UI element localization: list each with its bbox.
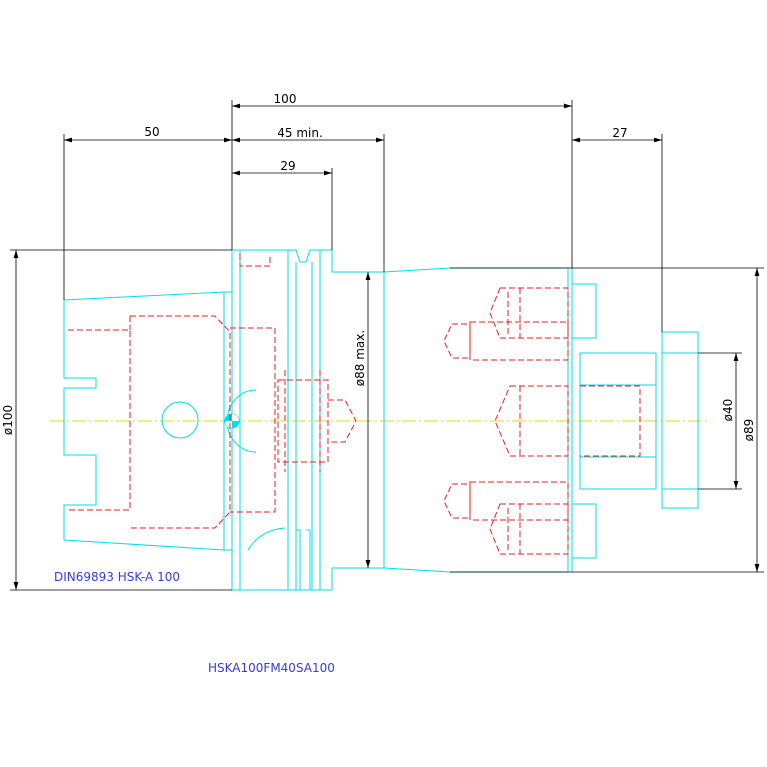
dimensions: 100 50 45 min. 29 27 ø100 ø88 max. ø89 ø…: [1, 92, 764, 591]
reference-point-quadrant: [232, 414, 239, 421]
dim-text-50: 50: [144, 125, 159, 139]
part-number-label: HSKA100FM40SA100: [208, 661, 335, 675]
dim-text-dia100: ø100: [1, 405, 15, 435]
dim-text-29: 29: [280, 159, 295, 173]
dim-text-dia89: ø89: [742, 419, 756, 442]
standard-label: DIN69893 HSK-A 100: [54, 570, 180, 584]
part-outline: [63, 249, 699, 591]
dim-text-45-min: 45 min.: [277, 126, 323, 140]
hidden-lines: [68, 254, 641, 555]
dim-text-dia40: ø40: [721, 399, 735, 422]
dim-text-27: 27: [612, 126, 627, 140]
reference-point-quadrant: [225, 421, 232, 428]
dim-text-100: 100: [274, 92, 297, 106]
dim-text-dia88: ø88 max.: [353, 330, 367, 386]
